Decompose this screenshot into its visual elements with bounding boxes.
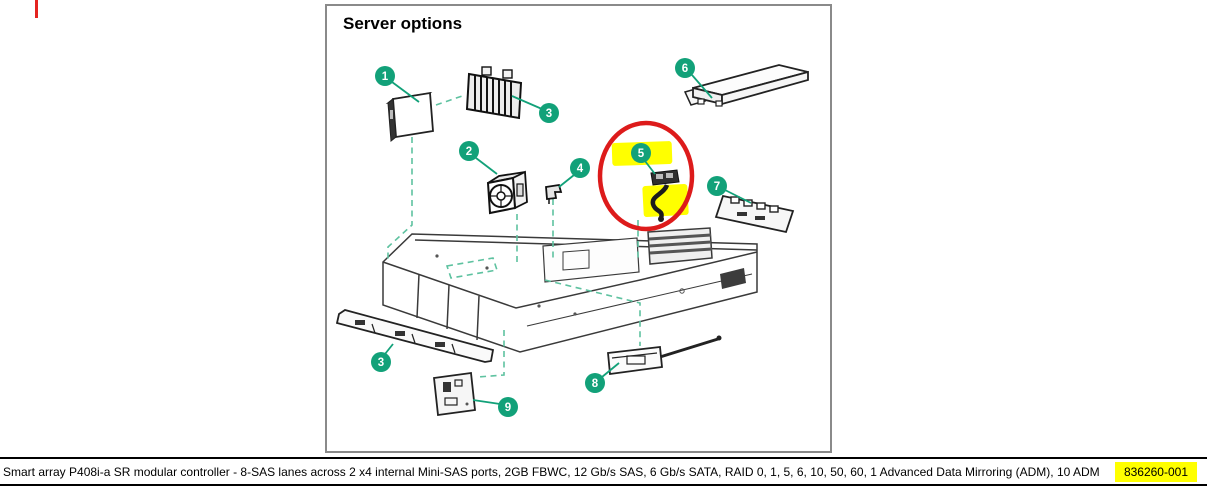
svg-text:9: 9	[505, 402, 511, 414]
server-options-panel: 1 2 3 4 5	[325, 4, 832, 453]
fan-illustration	[486, 170, 528, 215]
diagram-title: Server options	[343, 14, 463, 33]
expansion-cage-illustration	[683, 64, 809, 107]
drive-illustration	[385, 91, 434, 142]
stray-red-mark	[35, 0, 38, 18]
callout-badge-3-bottom: 3	[371, 352, 391, 372]
red-highlight-ellipse	[597, 120, 695, 232]
dashed-guide-lines	[387, 94, 641, 378]
caption-bar: Smart array P408i-a SR modular controlle…	[0, 457, 1207, 486]
svg-text:4: 4	[577, 163, 584, 175]
callout-badge-6: 6	[675, 58, 695, 78]
callout-badge-5: 5	[631, 143, 651, 163]
svg-text:6: 6	[682, 63, 688, 75]
callout-badge-8: 8	[585, 373, 605, 393]
callout-badge-9: 9	[498, 397, 518, 417]
option-board-illustration	[433, 371, 476, 417]
svg-text:8: 8	[592, 378, 599, 390]
callout-badge-1: 1	[375, 66, 395, 86]
callout-badge-3-top: 3	[539, 103, 559, 123]
cable-illustration	[650, 169, 680, 222]
chassis-illustration	[382, 227, 758, 353]
caption-text: Smart array P408i-a SR modular controlle…	[3, 464, 1100, 479]
svg-text:2: 2	[466, 146, 472, 158]
callout-badge-2: 2	[459, 141, 479, 161]
backplane-illustration	[335, 309, 495, 363]
dimm-guide-illustration	[465, 66, 523, 120]
callout-leader-lines	[384, 74, 752, 405]
svg-text:3: 3	[546, 108, 552, 120]
svg-text:1: 1	[382, 71, 389, 83]
callout-badge-7: 7	[707, 176, 727, 196]
part-number-badge: 836260-001	[1114, 461, 1197, 482]
clip-illustration	[545, 183, 563, 204]
riser-board-illustration	[714, 194, 795, 234]
bracket-illustration	[607, 335, 722, 376]
exploded-diagram-svg: 1 2 3 4 5	[335, 58, 809, 417]
svg-text:7: 7	[714, 181, 720, 193]
svg-text:5: 5	[638, 148, 645, 160]
callout-badges: 1 2 3 4 5	[371, 58, 727, 417]
svg-text:3: 3	[378, 357, 384, 369]
callout-badge-4: 4	[570, 158, 590, 178]
